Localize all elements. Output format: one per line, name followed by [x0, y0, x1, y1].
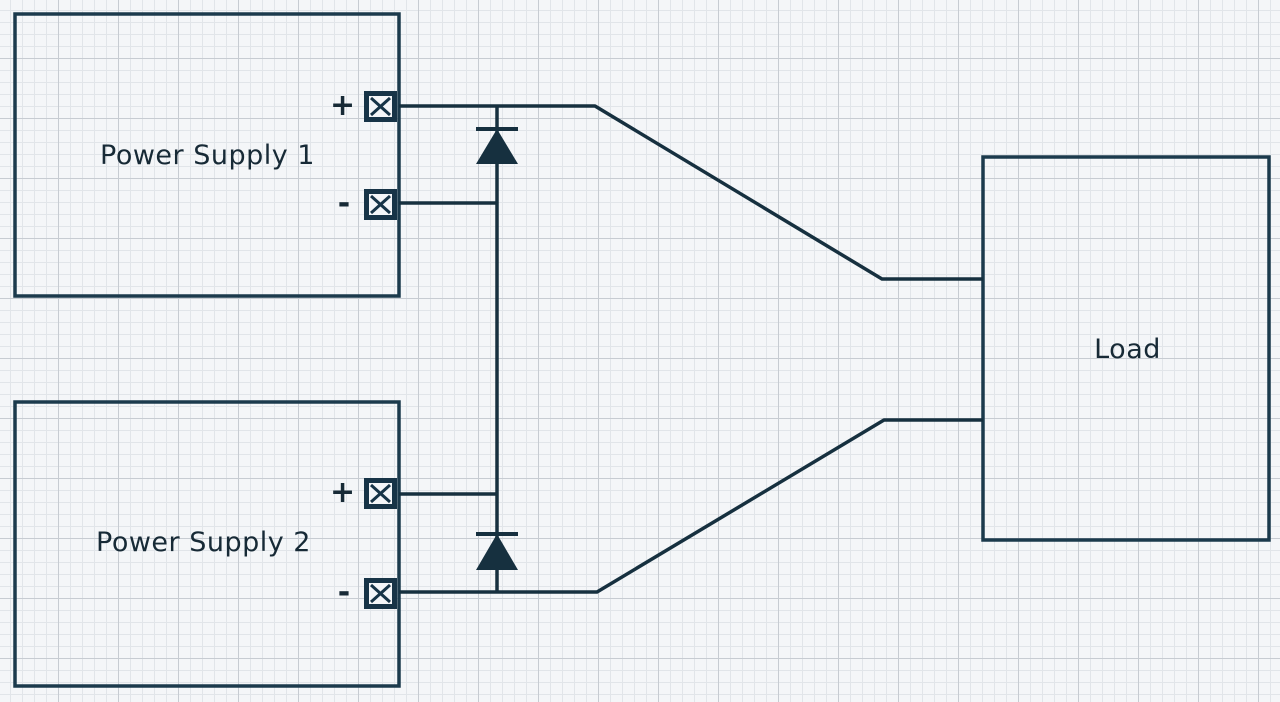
supply2-minus-sign: -	[337, 575, 351, 610]
terminal-supply1-plus[interactable]	[364, 91, 397, 122]
diode-2-triangle	[476, 534, 518, 570]
wires	[399, 104, 983, 594]
supply2-plus-sign: +	[330, 475, 356, 510]
diode-2	[476, 532, 518, 570]
diode-1-triangle	[476, 129, 518, 164]
power-supply-1-block[interactable]	[13, 12, 401, 298]
supply1-plus-sign: +	[330, 88, 356, 123]
load-label: Load	[1094, 334, 1161, 365]
power-supply-1-label: Power Supply 1	[100, 140, 315, 171]
load-block[interactable]	[981, 155, 1271, 542]
wire-supply1-plus-to-load	[399, 104, 983, 281]
power-supply-2-label: Power Supply 2	[96, 527, 311, 558]
terminal-supply2-plus[interactable]	[364, 478, 397, 509]
supply1-minus-sign: -	[337, 186, 351, 221]
power-supply-2-block[interactable]	[13, 400, 401, 688]
terminal-supply1-minus[interactable]	[364, 189, 397, 220]
terminal-supply2-minus[interactable]	[364, 578, 397, 609]
diode-1	[476, 127, 518, 164]
